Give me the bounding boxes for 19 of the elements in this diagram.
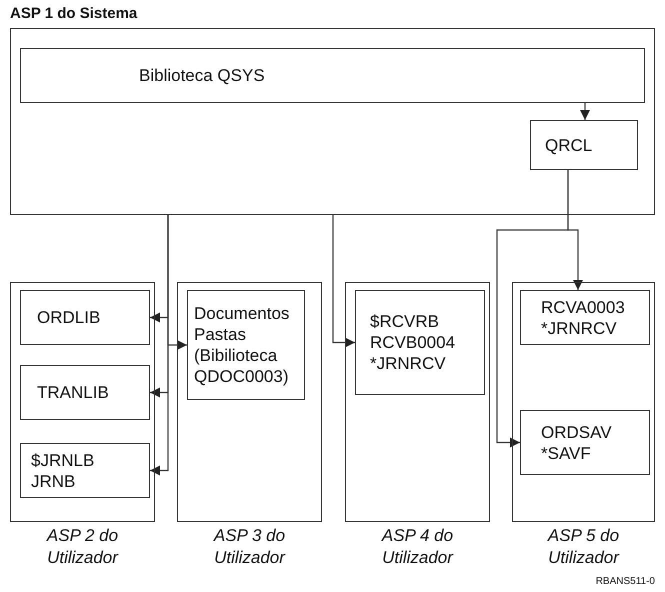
library-box: QRCL	[530, 120, 638, 170]
library-box: RCVA0003 *JRNRCV	[520, 290, 650, 345]
library-box: Biblioteca QSYS	[20, 48, 645, 103]
library-box: ORDLIB	[20, 290, 150, 345]
panel-heading: ASP 3 do Utilizador	[212, 525, 286, 569]
panel-heading: ASP 5 do Utilizador	[546, 525, 620, 569]
arrow	[332, 215, 355, 348]
library-box: Documentos Pastas (Bibilioteca QDOC0003)	[187, 290, 305, 400]
arrow	[496, 170, 569, 448]
library-box: TRANLIB	[20, 365, 150, 420]
panel-heading: ASP 4 do Utilizador	[380, 525, 454, 569]
library-box: $RCVRB RCVB0004 *JRNRCV	[355, 290, 485, 395]
panel-heading: ASP 1 do Sistema	[10, 4, 138, 24]
library-box: ORDSAV *SAVF	[520, 410, 650, 475]
arrow	[580, 103, 590, 120]
panel-heading: ASP 2 do Utilizador	[45, 525, 120, 569]
arrow	[167, 215, 187, 350]
library-box: $JRNLB JRNB	[20, 443, 150, 498]
figure-code: RBANS511-0	[596, 576, 655, 587]
